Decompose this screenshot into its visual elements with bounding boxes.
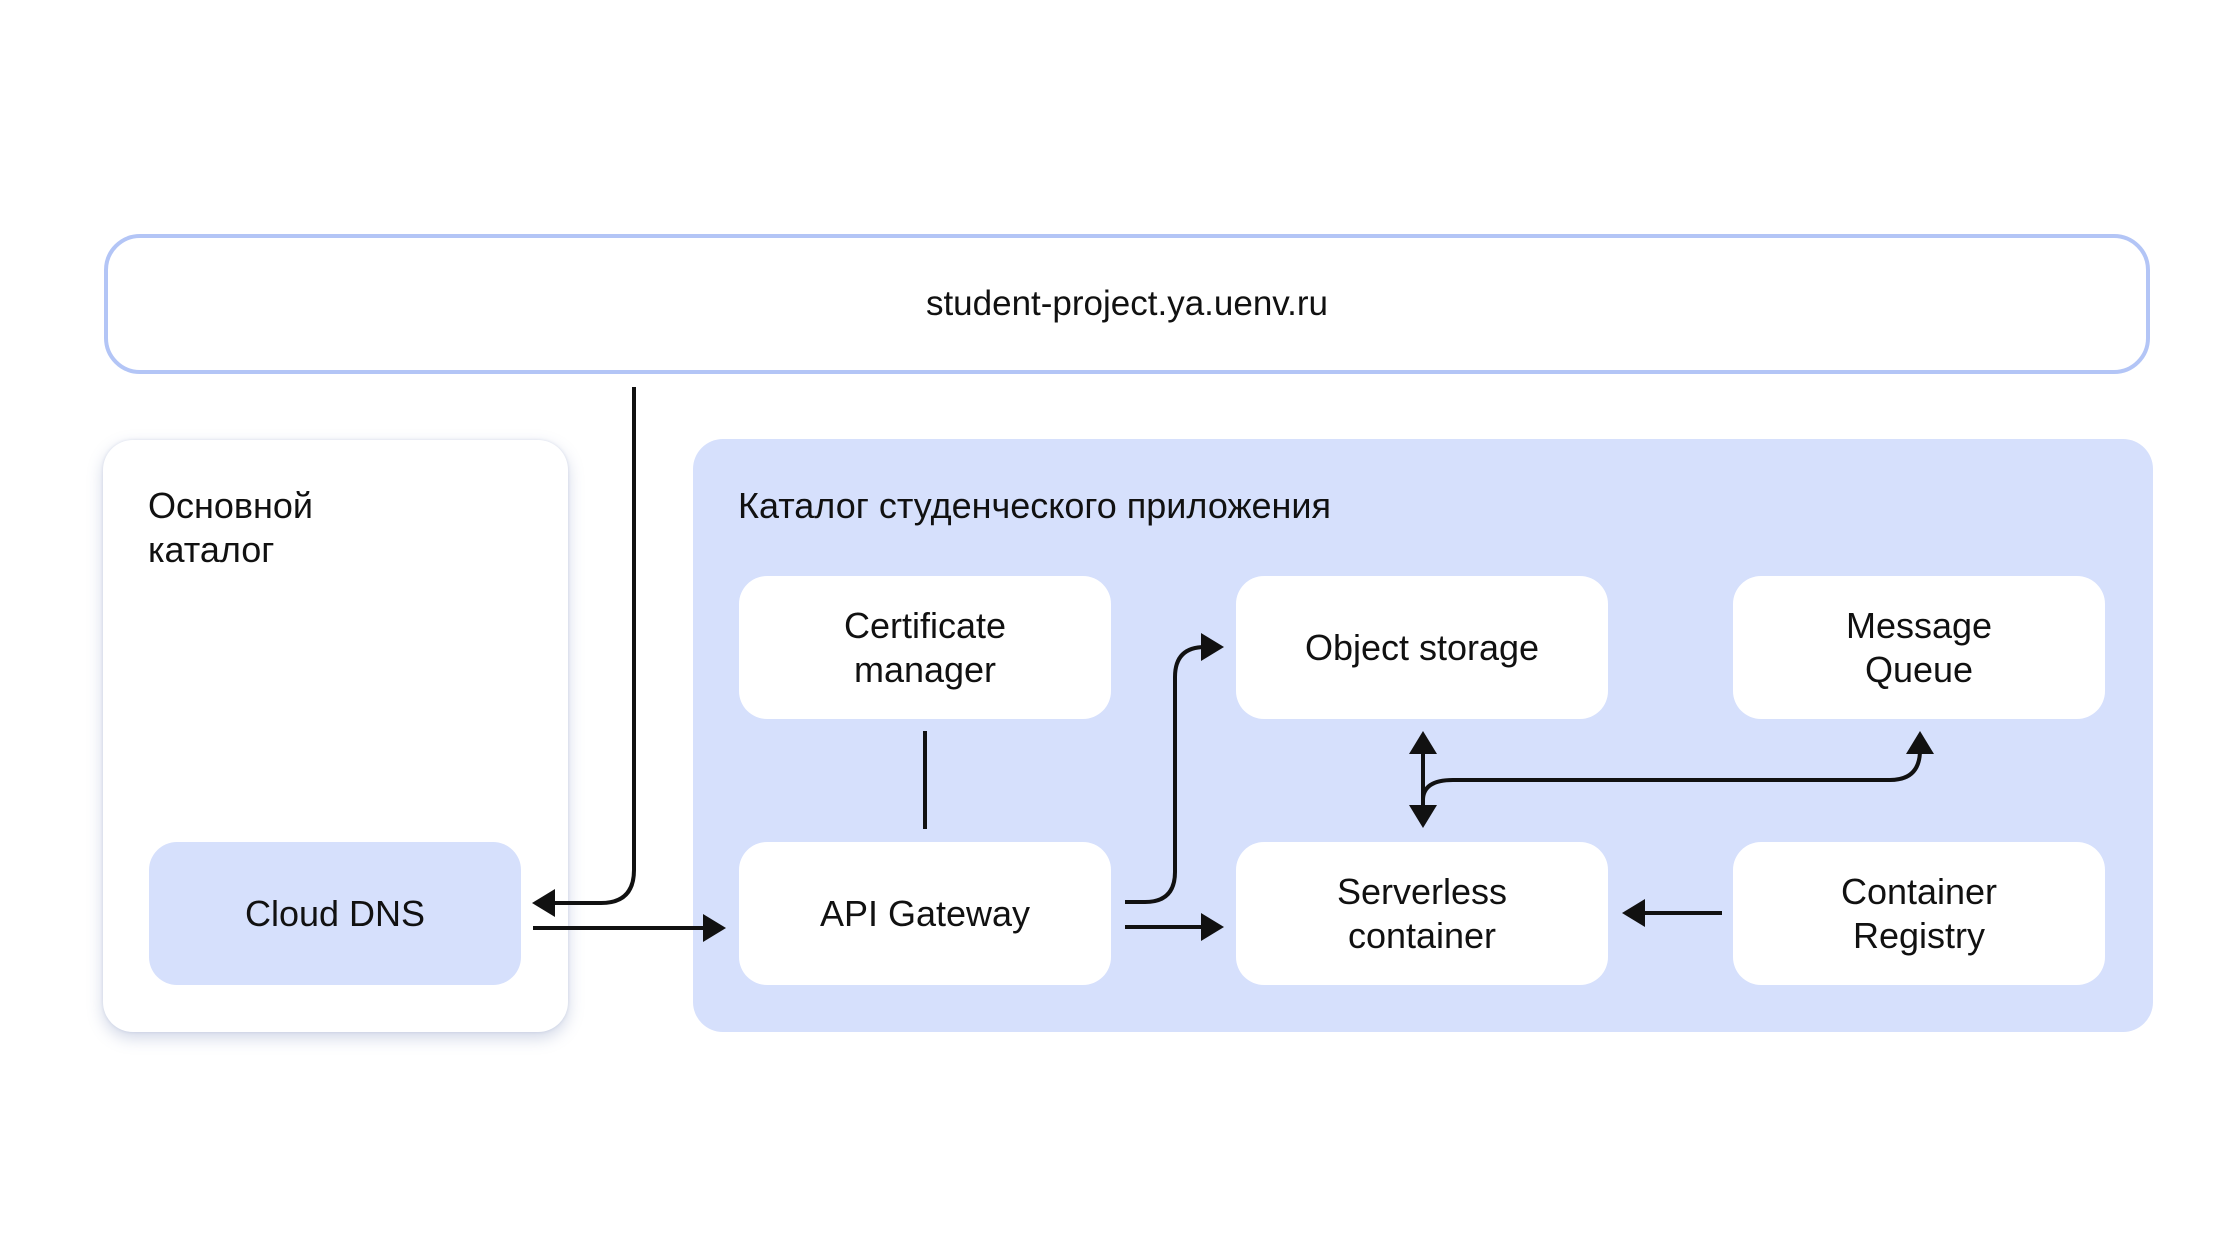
certificate-manager-label: Certificate manager xyxy=(843,604,1007,690)
cloud-dns-box: Cloud DNS xyxy=(149,842,521,985)
certificate-manager-box: Certificate manager xyxy=(739,576,1111,719)
api-gateway-box: API Gateway xyxy=(739,842,1111,985)
main-folder-title: Основной каталог xyxy=(148,485,314,570)
app-folder-title: Каталог студенческого приложения xyxy=(738,485,1332,526)
cloud-dns-label: Cloud DNS xyxy=(244,892,426,934)
domain-bar: student-project.ya.uenv.ru xyxy=(104,234,2150,374)
container-registry-label: Container Registry xyxy=(1840,870,1998,956)
object-storage-label: Object storage xyxy=(1304,626,1540,668)
message-queue-label: Message Queue xyxy=(1845,604,1993,690)
serverless-container-box: Serverless container xyxy=(1236,842,1608,985)
message-queue-box: Message Queue xyxy=(1733,576,2105,719)
api-gateway-label: API Gateway xyxy=(819,892,1031,934)
serverless-container-label: Serverless container xyxy=(1336,870,1508,956)
container-registry-box: Container Registry xyxy=(1733,842,2105,985)
domain-label: student-project.ya.uenv.ru xyxy=(925,284,1329,323)
object-storage-box: Object storage xyxy=(1236,576,1608,719)
